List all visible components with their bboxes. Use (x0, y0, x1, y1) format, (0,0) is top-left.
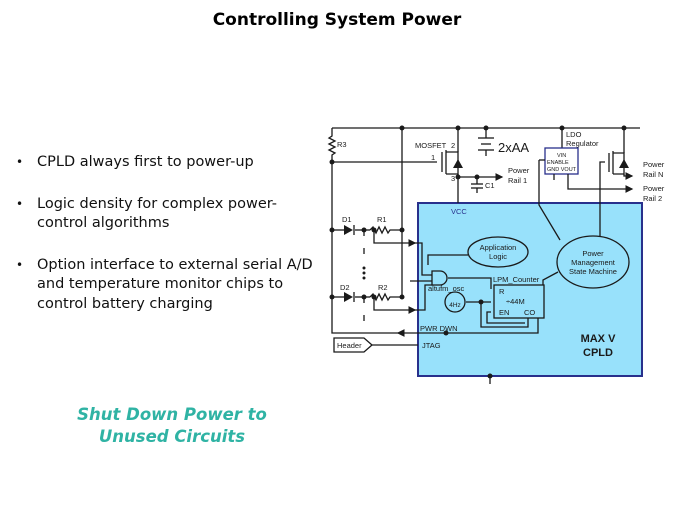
tagline-line-1: Shut Down Power to (77, 405, 267, 424)
svg-text:LDO: LDO (566, 130, 582, 139)
mosfet-label: MOSFET (415, 141, 447, 150)
r3-resistor (327, 128, 337, 162)
tagline-line-2: Unused Circuits (98, 427, 246, 446)
bullet-item: • Logic density for complex power-control… (16, 195, 326, 234)
svg-text:Logic: Logic (489, 252, 507, 261)
svg-text:Power: Power (508, 166, 530, 175)
oscillator-icon (444, 291, 466, 313)
d1-diode-icon (344, 225, 353, 235)
svg-text:Regulator: Regulator (566, 139, 599, 148)
bullet-icon: • (16, 155, 24, 169)
svg-text:3: 3 (451, 174, 455, 183)
svg-text:Management: Management (571, 258, 616, 267)
svg-text:Power: Power (582, 249, 604, 258)
svg-text:1: 1 (431, 153, 435, 162)
svg-text:D1: D1 (342, 215, 352, 224)
and-gate (431, 270, 448, 286)
svg-text:D2: D2 (340, 283, 350, 292)
mosfet-n-body-diode-icon (619, 159, 629, 168)
svg-text:ENABLE: ENABLE (547, 160, 569, 166)
svg-text:R2: R2 (378, 283, 388, 292)
svg-text:CO: CO (524, 308, 535, 317)
r3-label: R3 (337, 140, 347, 149)
svg-text:PWR DWN: PWR DWN (420, 324, 458, 333)
battery-label: 2xAA (498, 140, 529, 155)
header-connector (333, 337, 373, 353)
svg-text:GND VOUT: GND VOUT (547, 167, 577, 173)
svg-text:4Hz: 4Hz (449, 302, 461, 309)
svg-text:CPLD: CPLD (583, 347, 613, 359)
svg-text:Rail N: Rail N (643, 170, 663, 179)
pmsm-cloud (556, 235, 630, 289)
svg-text:Application: Application (480, 243, 517, 252)
bullet-icon: • (16, 257, 24, 272)
bullet-item: • CPLD always first to power-up (16, 153, 326, 173)
bullet-text: Option interface to external serial A/D … (37, 256, 313, 312)
d2-diode-icon (344, 292, 353, 302)
svg-text:EN: EN (499, 308, 509, 317)
mosfet-body-diode-icon (453, 159, 463, 168)
svg-text:Header: Header (337, 341, 362, 350)
ldo-regulator (544, 147, 579, 175)
svg-text:R: R (499, 287, 505, 296)
svg-text:State Machine: State Machine (569, 267, 617, 276)
tagline: Shut Down Power to Unused Circuits (20, 404, 324, 448)
svg-text:R1: R1 (377, 215, 387, 224)
c1-label: C1 (485, 181, 495, 190)
bullet-text: CPLD always first to power-up (37, 154, 254, 170)
slide-title: Controlling System Power (212, 10, 462, 30)
bullet-icon: • (16, 196, 24, 211)
app-logic-cloud (467, 236, 529, 268)
cpld-label: MAX V (581, 333, 617, 345)
svg-text:Power: Power (643, 184, 665, 193)
svg-text:Rail 2: Rail 2 (643, 194, 662, 203)
svg-text:LPM_Counter: LPM_Counter (493, 275, 540, 284)
svg-text:2: 2 (451, 141, 455, 150)
svg-text:Rail 1: Rail 1 (508, 176, 527, 185)
svg-text:JTAG: JTAG (422, 341, 441, 350)
vcc-label: VCC (451, 207, 467, 216)
svg-text:VIN: VIN (557, 153, 566, 159)
bullet-text: Logic density for complex power-control … (37, 195, 278, 232)
lpm-counter (493, 284, 545, 319)
bullet-item: • Option interface to external serial A/D… (16, 256, 326, 315)
svg-text:÷44M: ÷44M (506, 297, 525, 306)
bullet-list: • CPLD always first to power-up • Logic de… (16, 153, 326, 336)
svg-text:altufm_osc: altufm_osc (428, 284, 465, 293)
svg-text:Power: Power (643, 160, 665, 169)
